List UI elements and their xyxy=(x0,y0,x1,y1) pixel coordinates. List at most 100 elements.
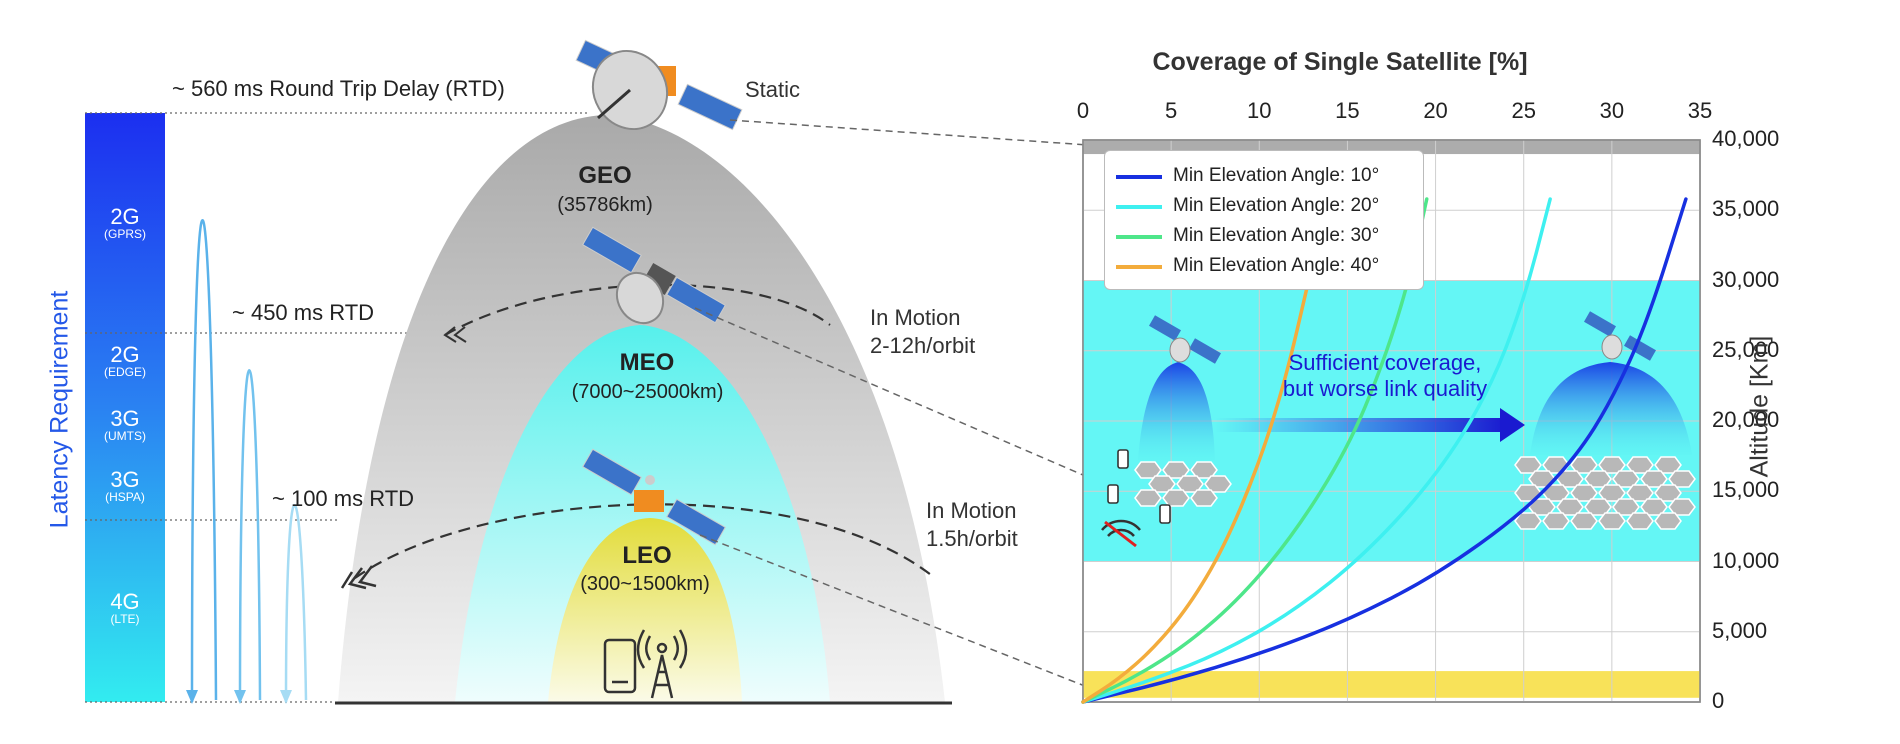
latency-guides xyxy=(85,112,590,703)
coverage-cell xyxy=(1598,512,1626,530)
y-tick-label: 10,000 xyxy=(1712,547,1780,573)
band-sub: (LTE) xyxy=(110,612,140,627)
rtd-arrowheads xyxy=(186,690,292,704)
x-tick-label: 35 xyxy=(1687,98,1713,123)
leo-altitude: (300~1500km) xyxy=(580,573,710,595)
no-signal-slash-icon xyxy=(1104,520,1137,548)
coverage-cell xyxy=(1134,461,1162,479)
y-axis-text: Altitude [Km] xyxy=(1745,335,1774,478)
band-3g-hspa: 3G (HSPA) xyxy=(85,468,165,504)
legend-label: Min Elevation Angle: 10° xyxy=(1173,165,1380,186)
chart-satellite-icon xyxy=(1189,338,1221,364)
legend-label: Min Elevation Angle: 20° xyxy=(1173,195,1380,216)
annotation-arrow-head xyxy=(1500,408,1525,442)
band-sub: (UMTS) xyxy=(104,429,146,444)
legend-swatch xyxy=(1116,205,1162,209)
latency-bar xyxy=(85,113,165,702)
band-sub: (EDGE) xyxy=(104,365,146,380)
chart-dish-icon xyxy=(1169,337,1191,363)
meo-motion-line1: In Motion xyxy=(870,305,961,330)
band-4g-lte: 4G (LTE) xyxy=(85,590,165,626)
coverage-cell xyxy=(1654,512,1682,530)
chart-phone-icon xyxy=(1107,484,1119,504)
legend-swatch xyxy=(1116,175,1162,179)
coverage-cell xyxy=(1626,512,1654,530)
series-line-3 xyxy=(1081,197,1429,704)
legend-label: Min Elevation Angle: 30° xyxy=(1173,225,1380,246)
coverage-cell xyxy=(1162,489,1190,507)
x-tick-label: 0 xyxy=(1076,98,1090,123)
coverage-cell xyxy=(1570,512,1598,530)
leo-motion-line2: 1.5h/orbit xyxy=(926,525,1018,551)
band-gen: 3G xyxy=(110,406,140,431)
leo-satellite-icon xyxy=(582,448,726,546)
connector-lines xyxy=(694,119,1091,689)
coverage-cell xyxy=(1190,489,1218,507)
band-sub: (HSPA) xyxy=(105,490,145,505)
phone-icon xyxy=(603,638,637,694)
legend-swatch xyxy=(1116,235,1162,239)
rtd-geo-label: ~ 560 ms Round Trip Delay (RTD) xyxy=(172,76,505,101)
meo-altitude: (7000~25000km) xyxy=(571,381,724,403)
meo-motion-line2: 2-12h/orbit xyxy=(870,332,976,358)
x-tick-label: 10 xyxy=(1247,98,1272,123)
annotation-line2: but worse link quality xyxy=(1282,376,1488,402)
meo-satellite-icon xyxy=(582,226,726,325)
coverage-cell xyxy=(1514,456,1542,474)
band-sub: (GPRS) xyxy=(104,227,146,242)
coverage-annotation: Sufficient coverage, but worse link qual… xyxy=(1215,350,1555,403)
annotation-line1: Sufficient coverage, xyxy=(1288,350,1482,375)
meo-direction-icon xyxy=(443,326,467,343)
band-3g-umts: 3G (UMTS) xyxy=(85,407,165,443)
band-gen: 2G xyxy=(110,204,140,229)
chart-dish-icon xyxy=(1601,334,1623,360)
series-line-1 xyxy=(1081,197,1688,704)
meo-name: MEO xyxy=(619,349,675,376)
meo-motion: In Motion 2-12h/orbit xyxy=(870,304,975,359)
geo-motion: Static xyxy=(745,77,801,102)
x-tick-label: 5 xyxy=(1165,98,1178,123)
x-tick-label: 20 xyxy=(1423,98,1448,123)
y-tick-label: 40,000 xyxy=(1712,126,1780,151)
latency-axis-text: Latency Requirement xyxy=(45,290,74,529)
leo-name: LEO xyxy=(622,542,672,569)
chart-satellite-icon xyxy=(1624,335,1656,361)
rtd-arcs xyxy=(190,219,308,703)
band-2g-edge: 2G (EDGE) xyxy=(85,343,165,379)
geo-name: GEO xyxy=(578,162,632,189)
meo-coverage-cone xyxy=(1138,362,1215,460)
chart-satellite-icon xyxy=(1584,311,1616,337)
band-2g-gprs: 2G (GPRS) xyxy=(85,205,165,241)
leo-motion: In Motion 1.5h/orbit xyxy=(926,497,1018,552)
y-tick-label: 20,000 xyxy=(1712,407,1780,432)
geo-coverage-cone xyxy=(1530,362,1692,455)
x-tick-label: 15 xyxy=(1335,98,1360,123)
band-leo xyxy=(1083,671,1700,698)
y-tick-label: 15,000 xyxy=(1712,477,1780,503)
band-gen: 4G xyxy=(110,589,140,614)
cell-tower-icon xyxy=(636,629,688,699)
no-signal-icon xyxy=(1101,519,1141,537)
chart-phone-icon xyxy=(1117,449,1129,469)
x-tick-label: 30 xyxy=(1599,98,1625,123)
legend-label: Min Elevation Angle: 40° xyxy=(1173,255,1380,276)
plot-border xyxy=(1082,139,1701,703)
coverage-cell xyxy=(1134,489,1162,507)
geo-satellite-icon xyxy=(575,39,743,131)
series-line-4 xyxy=(1081,278,1311,704)
annotation-arrow-shaft xyxy=(1215,418,1505,432)
band-gen: 2G xyxy=(110,342,140,367)
chart-title: Coverage of Single Satellite [%] xyxy=(1152,48,1528,76)
latency-axis-label: Latency Requirement xyxy=(46,250,75,570)
leo-motion-line1: In Motion xyxy=(926,498,1017,523)
y-tick-label: 25,000 xyxy=(1712,336,1780,362)
rtd-meo-label: ~ 450 ms RTD xyxy=(232,300,375,325)
geo-altitude: (35786km) xyxy=(557,194,653,216)
leo-dome xyxy=(548,518,742,702)
x-tick-label: 25 xyxy=(1511,98,1536,123)
rtd-leo-label: ~ 100 ms RTD xyxy=(272,486,415,511)
series-line-2 xyxy=(1081,197,1552,704)
coverage-cell xyxy=(1542,512,1570,530)
meo-dome xyxy=(455,325,830,702)
